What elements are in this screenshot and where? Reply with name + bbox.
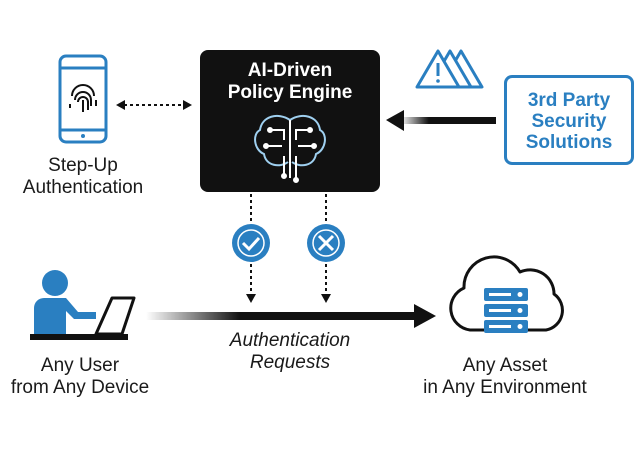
asset-line2: in Any Environment: [423, 377, 587, 398]
cloud-server-icon: [449, 255, 564, 333]
asset-label: Any Asset in Any Environment: [405, 355, 605, 399]
step-up-label: Step-Up Authentication: [0, 155, 166, 199]
flow-line2: Requests: [249, 352, 331, 373]
warning-triangles-icon: [415, 49, 484, 89]
third-party-arrow: [386, 110, 496, 131]
step-up-line1: Step-Up: [48, 155, 118, 176]
authentication-flow-arrow: [146, 304, 436, 328]
third-party-security-label: 3rd Party Security Solutions: [504, 90, 634, 153]
brain-circuit-icon: [254, 114, 326, 183]
asset-line1: Any Asset: [462, 355, 548, 376]
step-up-dotted-arrow: [116, 100, 192, 110]
third-party-security-box: [504, 75, 634, 165]
third-party-line1: 3rd Party: [527, 90, 611, 111]
authentication-requests-label: Authentication Requests: [190, 330, 390, 374]
flow-line1: Authentication: [229, 330, 351, 351]
user-laptop-icon: [30, 270, 136, 340]
deny-x-icon: [307, 194, 345, 303]
step-up-line2: Authentication: [22, 177, 144, 198]
fingerprint-phone-icon: [58, 54, 108, 144]
policy-engine-title-line1: AI-Driven: [247, 60, 333, 81]
user-line1: Any User: [40, 355, 120, 376]
third-party-line3: Solutions: [525, 132, 613, 153]
approve-check-icon: [232, 194, 270, 303]
policy-engine-title-line2: Policy Engine: [227, 82, 353, 103]
user-line2: from Any Device: [10, 377, 150, 398]
user-label: Any User from Any Device: [0, 355, 160, 399]
policy-engine-title: AI-Driven Policy Engine: [200, 60, 380, 104]
third-party-line2: Security: [531, 111, 607, 132]
